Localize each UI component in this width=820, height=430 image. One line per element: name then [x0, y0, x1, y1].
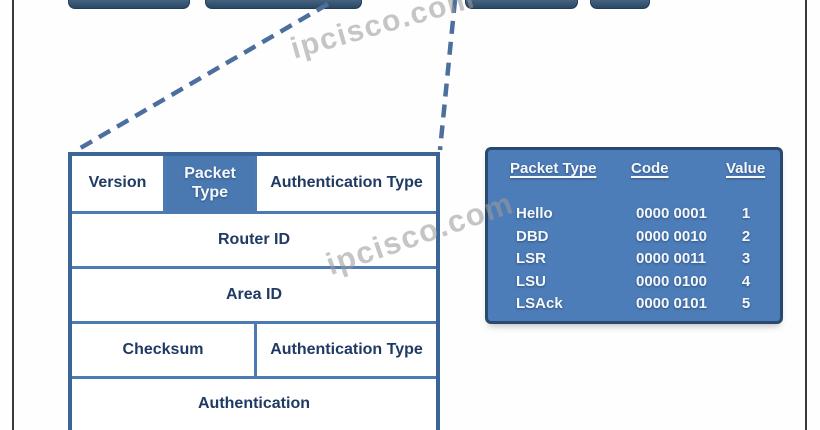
packet-type-code-table: Packet Type Code Value Hello 0000 0001 1…	[485, 147, 783, 324]
packet-type-box-2	[205, 0, 362, 9]
router-id-cell: Router ID	[72, 214, 436, 266]
header-row-4: Checksum Authentication Type	[72, 324, 436, 379]
area-id-label: Area ID	[225, 285, 283, 303]
header-row-2: Router ID	[72, 214, 436, 269]
code-table-header: Packet Type Code Value	[488, 150, 780, 177]
table-row: Hello 0000 0001 1	[516, 203, 780, 226]
packet-type-box-1	[68, 0, 190, 9]
row-type: LSU	[516, 272, 546, 290]
page-border-right	[805, 0, 807, 430]
header-row-3: Area ID	[72, 269, 436, 324]
authentication-type-label-2: Authentication Type	[270, 340, 423, 358]
version-label: Version	[88, 174, 147, 192]
table-row: DBD 0000 0010 2	[516, 226, 780, 249]
authentication-label: Authentication	[198, 395, 310, 413]
row-code: 0000 0011	[636, 250, 707, 268]
row-value: 4	[741, 272, 751, 290]
authentication-type-cell: Authentication Type	[254, 156, 436, 211]
row-code: 0000 0101	[636, 295, 707, 313]
col-header-packet-type: Packet Type	[510, 160, 597, 177]
checksum-cell: Checksum	[72, 324, 254, 376]
col-header-value: Value	[726, 160, 766, 177]
packet-type-box-3	[465, 0, 578, 9]
area-id-cell: Area ID	[72, 269, 436, 321]
row-value: 5	[741, 295, 751, 313]
page-border-left	[12, 0, 14, 430]
code-table-rows: Hello 0000 0001 1 DBD 0000 0010 2 LSR 00…	[488, 203, 780, 316]
header-row-5: Authentication	[72, 379, 436, 430]
row-value: 2	[741, 227, 751, 245]
row-code: 0000 0010	[636, 227, 707, 245]
router-id-label: Router ID	[218, 230, 290, 248]
packet-type-box-4	[590, 0, 650, 9]
ospf-header-table: Version Packet Type Authentication Type …	[68, 152, 440, 430]
col-header-code: Code	[631, 160, 669, 177]
authentication-type-label: Authentication Type	[270, 174, 423, 192]
row-value: 3	[741, 250, 751, 268]
row-code: 0000 0001	[636, 205, 707, 222]
authentication-type-cell-2: Authentication Type	[254, 324, 436, 376]
row-type: LSAck	[516, 295, 563, 313]
watermark-text-top: ipcisco.com	[287, 0, 479, 66]
row-type: LSR	[516, 250, 546, 268]
packet-type-label: Packet Type	[184, 165, 236, 201]
row-value: 1	[741, 205, 751, 222]
table-row: LSU 0000 0100 4	[516, 271, 780, 294]
version-cell: Version	[72, 156, 163, 211]
header-row-1: Version Packet Type Authentication Type	[72, 156, 436, 214]
checksum-label: Checksum	[122, 340, 204, 358]
table-row: LSR 0000 0011 3	[516, 248, 780, 271]
authentication-cell: Authentication	[72, 379, 436, 430]
table-row: LSAck 0000 0101 5	[516, 293, 780, 316]
row-type: Hello	[516, 205, 553, 222]
packet-type-cell: Packet Type	[163, 156, 254, 211]
row-type: DBD	[516, 227, 549, 245]
row-code: 0000 0100	[636, 272, 707, 290]
